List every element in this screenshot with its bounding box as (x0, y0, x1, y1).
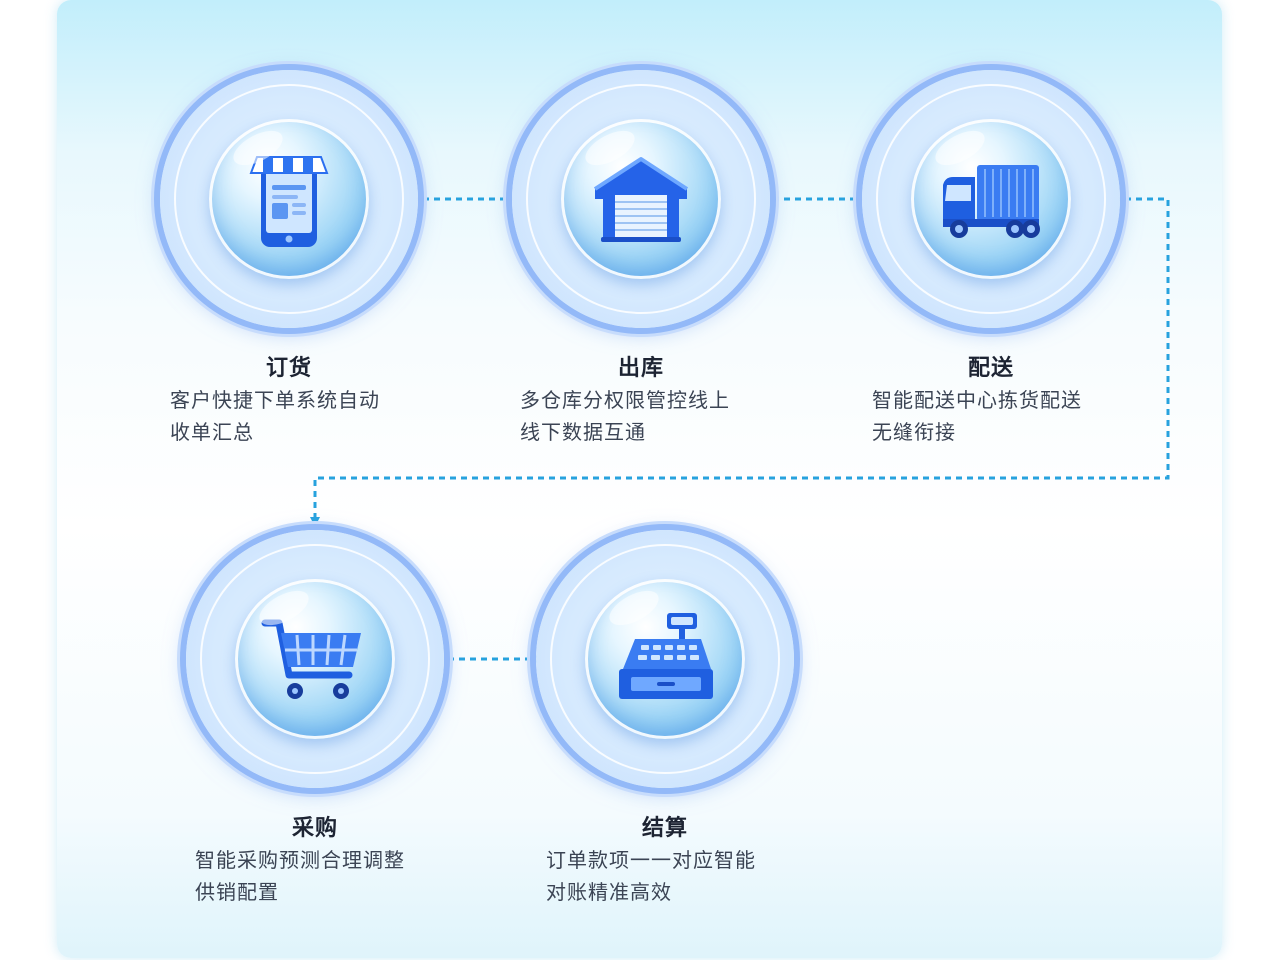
step-description: 智能配送中心拣货配送无缝衔接 (872, 388, 1082, 444)
shop-phone-icon (249, 156, 329, 247)
step-globe (209, 119, 369, 279)
step-globe (911, 119, 1071, 279)
cash-register-icon (619, 613, 713, 699)
step-globe (585, 579, 745, 739)
step-title: 配送 (967, 356, 1014, 381)
truck-icon (943, 165, 1040, 238)
step-title: 出库 (617, 356, 664, 381)
step-description: 客户快捷下单系统自动收单汇总 (170, 388, 380, 444)
arrow-delivery-to-purchase (310, 197, 1170, 527)
step-description: 智能采购预测合理调整供销配置 (195, 848, 405, 904)
step-globe (235, 579, 395, 739)
step-title: 订货 (265, 356, 312, 381)
step-description: 订单款项一一对应智能对账精准高效 (546, 848, 756, 904)
step-description: 多仓库分权限管控线上线下数据互通 (520, 388, 730, 444)
warehouse-icon (593, 157, 689, 242)
shopping-cart-icon (261, 619, 361, 699)
step-title: 结算 (641, 816, 688, 841)
step-title: 采购 (291, 816, 338, 841)
step-globe (561, 119, 721, 279)
